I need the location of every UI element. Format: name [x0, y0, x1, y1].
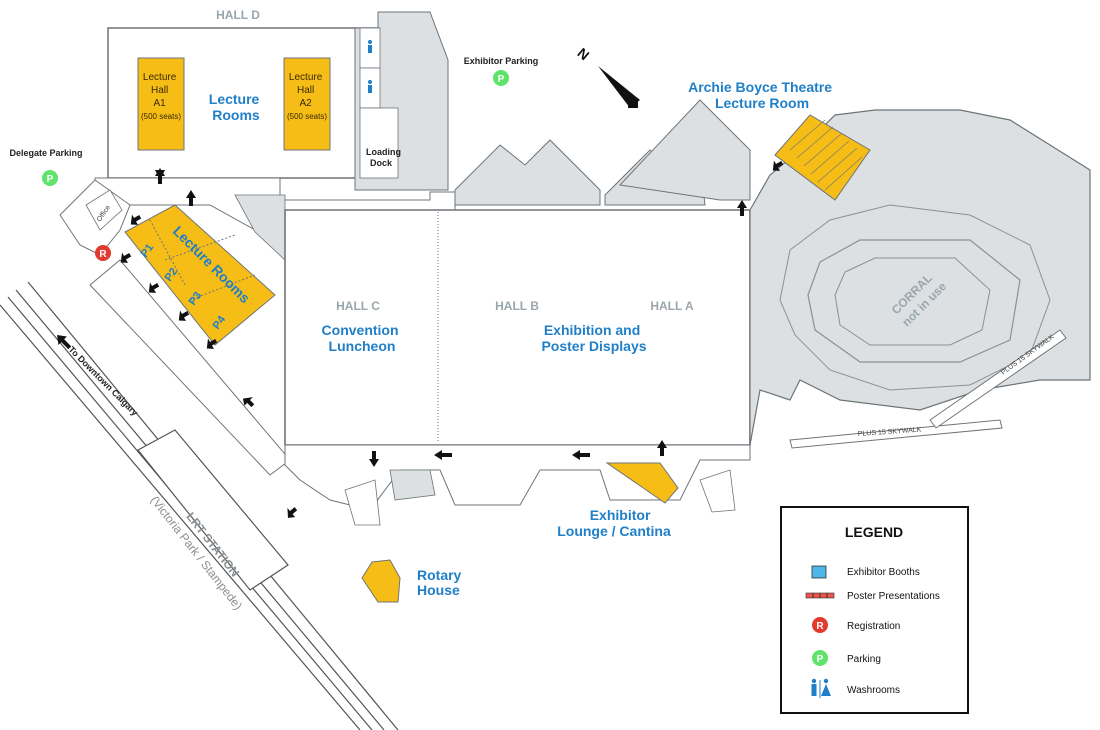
svg-text:P: P	[817, 654, 824, 665]
hall-a-label: HALL A	[650, 299, 694, 313]
lecture-rooms-p	[124, 204, 276, 346]
exhibitor-lounge-label: Exhibitor Lounge / Cantina	[557, 507, 671, 539]
parking-icon: P	[812, 650, 828, 666]
theatre-seating	[789, 119, 863, 191]
north-buildings	[454, 99, 751, 206]
washroom-icon	[811, 678, 831, 698]
loading-dock-label: Loading Dock	[366, 147, 404, 168]
svg-text:P: P	[498, 74, 505, 85]
svg-text:N: N	[574, 45, 592, 64]
parking-icon: P	[493, 70, 509, 86]
plus15-skywalk	[789, 329, 1067, 449]
west-block	[59, 179, 291, 476]
main-halls	[284, 209, 751, 526]
to-downtown-label: To Downtown Calgary	[67, 344, 140, 417]
lrt-station-platform	[137, 429, 289, 591]
svg-text:R: R	[816, 621, 824, 632]
registration-icon: R	[95, 245, 111, 261]
exhibitor-booth-icon	[811, 565, 827, 579]
hall-d-label: HALL D	[216, 8, 260, 22]
legend-item-posters: Poster Presentations	[847, 591, 940, 602]
north-arrow-icon: N	[574, 45, 640, 108]
exhibition-label: Exhibition and Poster Displays	[541, 322, 646, 354]
skywalk-label-1: PLUS 15 SKYWALK	[858, 427, 922, 438]
parking-icon: P	[42, 170, 58, 186]
convention-luncheon-label: Convention Luncheon	[322, 322, 403, 354]
legend-title: LEGEND	[845, 524, 903, 540]
lecture-hall-a2	[283, 57, 331, 151]
archie-boyce-theatre-shape	[774, 114, 871, 201]
lecture-hall-a1-label: Lecture Hall A1 (500 seats)	[141, 72, 181, 121]
legend-item-parking: Parking	[847, 654, 881, 665]
registration-icon: R	[812, 617, 828, 633]
svg-text:P: P	[47, 174, 54, 185]
hall-d-block	[107, 11, 449, 191]
legend-item-washrooms: Washrooms	[847, 685, 900, 696]
direction-arrows	[57, 160, 784, 518]
lecture-rooms-top-label: Lecture Rooms	[209, 91, 263, 123]
legend-item-booths: Exhibitor Booths	[847, 567, 920, 578]
delegate-parking-label: Delegate Parking	[9, 148, 82, 158]
svg-text:R: R	[99, 249, 107, 260]
theatre-label: Archie Boyce Theatre Lecture Room	[688, 79, 836, 111]
legend: LEGEND Exhibitor Booths Poster Presentat…	[780, 506, 969, 714]
legend-item-registration: Registration	[847, 621, 900, 632]
poster-presentation-icon	[805, 592, 835, 599]
hall-c-label: HALL C	[336, 299, 380, 313]
hall-b-label: HALL B	[495, 299, 539, 313]
rotary-house-shape	[361, 559, 401, 603]
rotary-house-label: Rotary House	[417, 567, 465, 598]
lecture-hall-a2-label: Lecture Hall A2 (500 seats)	[287, 72, 327, 121]
exhibitor-lounge-shape	[605, 462, 679, 504]
exhibitor-parking-label: Exhibitor Parking	[464, 56, 539, 66]
lecture-hall-a1	[137, 57, 185, 151]
